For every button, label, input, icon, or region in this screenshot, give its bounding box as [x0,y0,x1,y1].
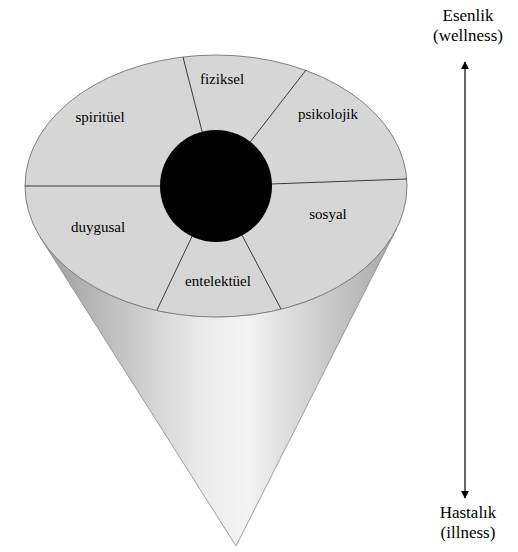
sector-label: psikolojik [298,106,358,123]
sector-label: fiziksel [200,71,244,88]
cone-top [25,55,407,317]
sector-label: sosyal [309,206,347,223]
scale-arrow [464,62,465,498]
scale-end-label: Esenlik (wellness) [422,6,514,47]
scale-end-label: Hastalık (illness) [422,503,514,544]
sector-label: duygusal [71,219,125,236]
sector-dividers [25,57,407,310]
sector-label: spiritüel [75,109,124,126]
sector-label: entelektüel [185,273,251,290]
center-disc [160,130,272,242]
